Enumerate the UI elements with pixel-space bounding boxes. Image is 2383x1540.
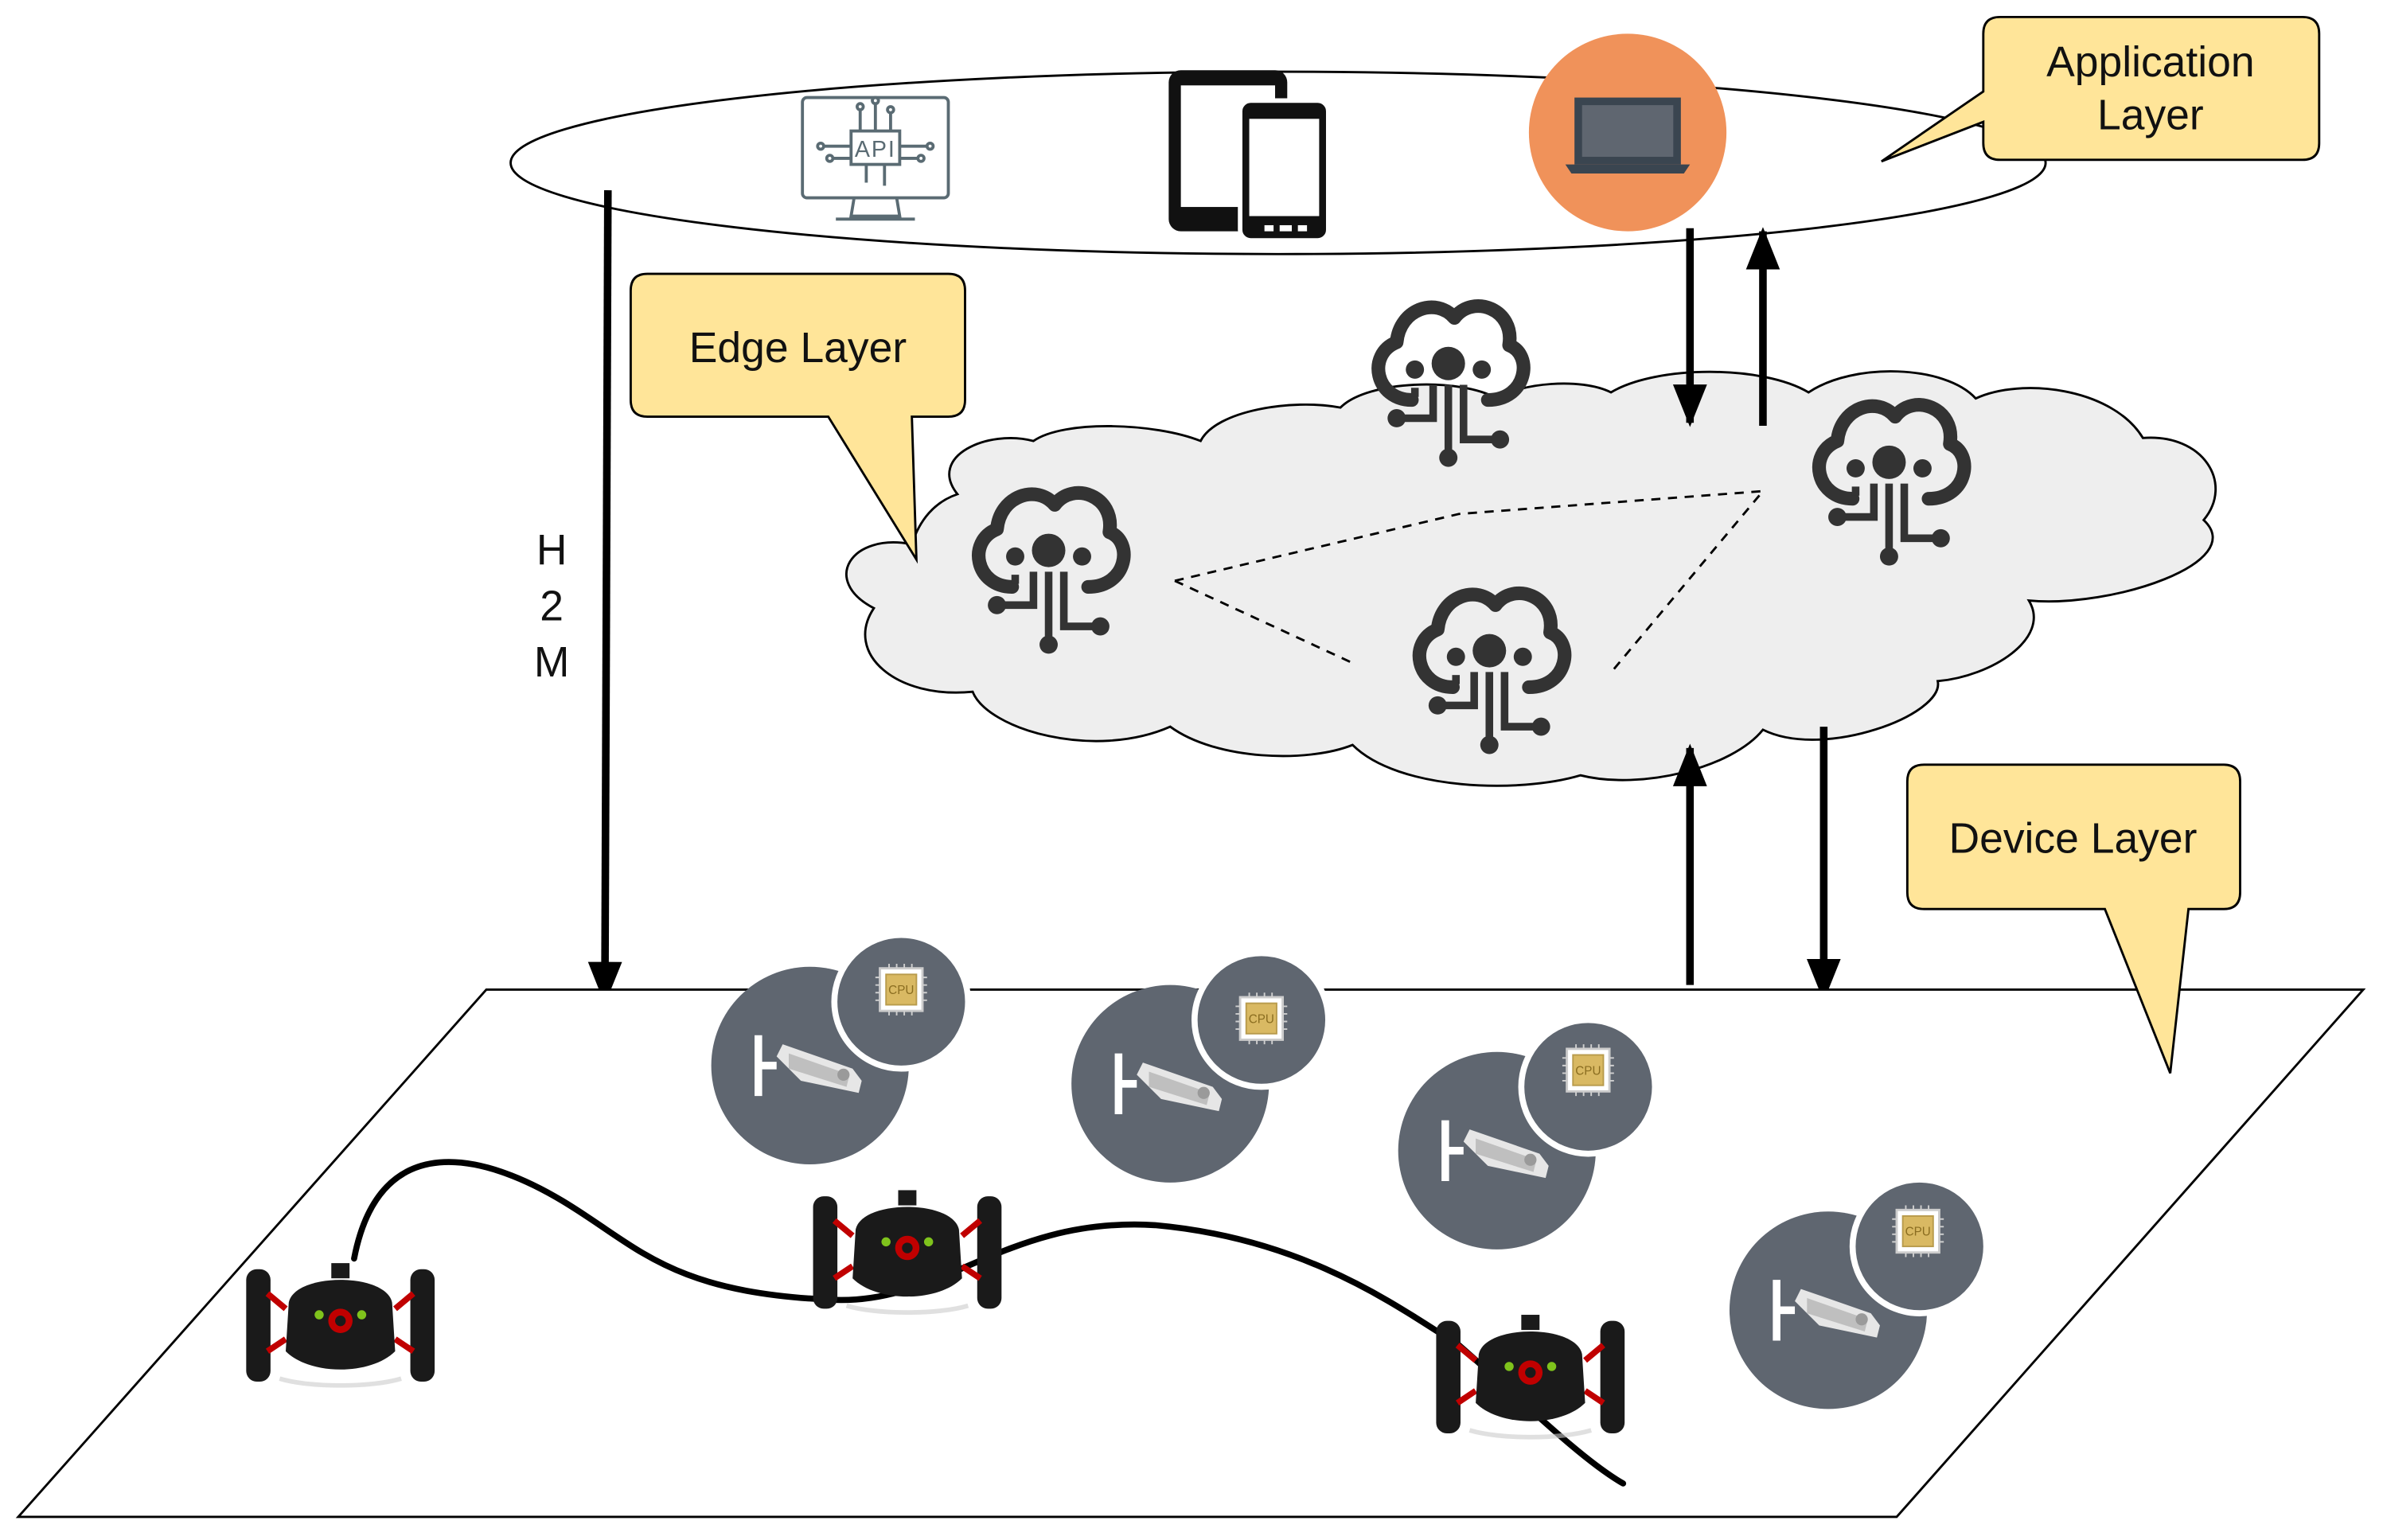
cpu-text: CPU <box>1575 1064 1601 1078</box>
h2m-arrow <box>587 190 622 1005</box>
device-layer-callout <box>1905 763 2241 1074</box>
device-layer-label: Device Layer <box>1948 816 2197 863</box>
api-monitor-icon <box>801 96 950 221</box>
cpu-text: CPU <box>888 984 914 997</box>
cpu-text: CPU <box>1905 1226 1931 1239</box>
edge-layer-label: Edge Layer <box>689 325 907 372</box>
edge-layer-callout <box>629 272 966 564</box>
application-layer-label-line1: Application <box>2046 39 2255 86</box>
edge-layer-cloud <box>845 370 2217 787</box>
laptop-icon <box>1528 33 1727 232</box>
application-layer-callout <box>1881 15 2321 163</box>
application-layer-label-line2: Layer <box>2097 92 2204 139</box>
h2m-label-h: H <box>536 527 567 574</box>
h2m-label-2: 2 <box>540 583 564 630</box>
tablet-phone-icon <box>1168 70 1331 243</box>
cpu-text: CPU <box>1249 1012 1274 1026</box>
edge-node-connections <box>1174 489 1765 670</box>
api-text: API <box>855 137 896 162</box>
h2m-label-m: M <box>534 639 570 686</box>
